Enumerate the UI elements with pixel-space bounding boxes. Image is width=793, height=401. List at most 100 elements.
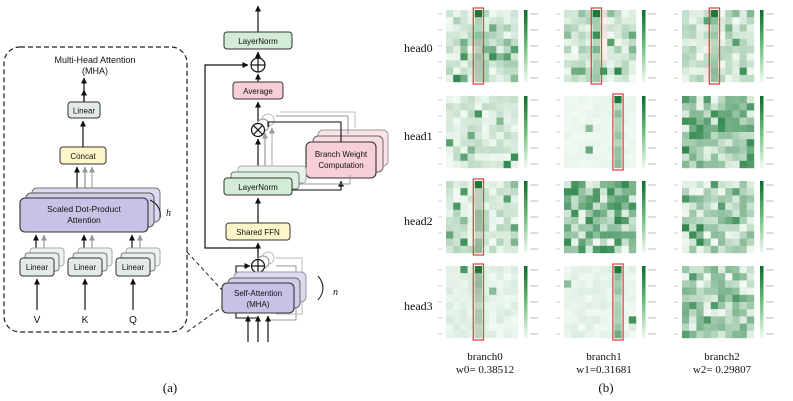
heatmap-cell <box>621 124 629 133</box>
caption-a: (a) <box>163 380 177 395</box>
heatmap-cell <box>739 245 747 254</box>
heatmap-cell <box>585 287 593 295</box>
heatmap-cell <box>503 287 511 295</box>
heatmap-cell <box>621 38 629 47</box>
heatmap-cell <box>600 153 608 161</box>
heatmap-cell <box>621 302 629 310</box>
heatmap-cell <box>621 17 629 25</box>
sdpa-repeat-bracket <box>149 199 161 219</box>
heatmap-cell <box>571 231 579 239</box>
heatmap-cell <box>571 287 579 295</box>
heatmap-cell <box>578 309 586 317</box>
heatmap-cell <box>496 323 504 331</box>
heatmap-cell <box>689 294 697 303</box>
heatmap-cell <box>460 181 468 189</box>
heatmap-cell <box>739 195 747 203</box>
heatmap-cell <box>467 10 475 18</box>
heatmap-cell <box>578 188 586 196</box>
heatmap-cell <box>718 117 726 125</box>
heatmap-cell <box>739 60 747 68</box>
heatmap-cell <box>746 287 755 295</box>
heatmap-cell <box>614 330 622 339</box>
heatmap-cell <box>578 60 586 68</box>
heatmap-cell <box>732 124 740 133</box>
heatmap-cell <box>718 231 726 239</box>
heatmap-cell <box>585 202 593 210</box>
heatmap-cell <box>628 202 637 210</box>
heatmap-cell <box>585 110 593 118</box>
heatmap-cell <box>739 96 747 104</box>
heatmap-cell <box>474 96 483 104</box>
heatmap-cell <box>628 294 637 303</box>
heatmap-cell <box>453 209 461 218</box>
heatmap-cell <box>696 96 704 104</box>
heatmap-cell <box>621 330 629 339</box>
heatmap-cell <box>510 60 519 68</box>
heatmap-cell <box>474 323 483 331</box>
heatmap-cell <box>446 202 454 210</box>
heatmap-cell <box>482 67 490 75</box>
heatmap-cell <box>725 217 733 225</box>
heatmap-cell <box>460 160 468 169</box>
heatmap-cell <box>453 38 461 47</box>
heatmap-cell <box>571 209 579 218</box>
heatmap-cell <box>585 38 593 47</box>
heatmap-cell <box>489 287 497 295</box>
heatmap-cell <box>710 224 719 232</box>
heatmap-cell <box>503 110 511 118</box>
heatmap-cell <box>725 309 733 317</box>
heatmap-cell <box>739 139 747 147</box>
heatmap-cell <box>621 280 629 288</box>
heatmap-cell <box>710 146 719 154</box>
heatmap-cell <box>474 38 483 47</box>
heatmap-cell <box>571 60 579 68</box>
heatmap-cell <box>739 330 747 339</box>
heatmap-cell <box>600 309 608 317</box>
heatmap-cell <box>467 31 475 39</box>
heatmap-cell <box>510 195 519 203</box>
heatmap-cell <box>510 309 519 317</box>
heatmap-cell <box>489 330 497 339</box>
heatmap-cell <box>682 10 690 18</box>
heatmap-cell <box>571 280 579 288</box>
heatmap-cell <box>703 273 711 281</box>
linear-v-label: Linear <box>26 263 49 272</box>
heatmap-cell <box>725 46 733 54</box>
heatmap-cell <box>628 38 637 47</box>
heatmap-cell <box>689 110 697 118</box>
heatmap-cell <box>600 323 608 331</box>
heatmap-cell <box>621 238 629 246</box>
heatmap-cell <box>689 231 697 239</box>
linear-k-label: Linear <box>74 263 97 272</box>
heatmap-cell <box>739 38 747 47</box>
heatmap-cell <box>682 60 690 68</box>
heatmap-cell <box>564 181 572 189</box>
layernorm-top-label: LayerNorm <box>238 37 278 46</box>
heatmap-cell <box>453 53 461 61</box>
heatmap-cell <box>467 195 475 203</box>
heatmap-cell <box>725 67 733 75</box>
heatmap-cell <box>746 231 755 239</box>
heatmap-cell <box>732 67 740 75</box>
heatmap-cell <box>710 139 719 147</box>
heatmap-cell <box>571 245 579 254</box>
heatmap-cell <box>564 132 572 140</box>
arrow-weight-to-mult-2 <box>276 115 349 134</box>
heatmap-cell <box>628 46 637 54</box>
heatmap-cell <box>578 96 586 104</box>
heatmap-cell <box>710 238 719 246</box>
heatmap-cell <box>746 31 755 39</box>
heatmap-cell <box>571 124 579 133</box>
heatmap-head3-branch2 <box>674 266 774 339</box>
heatmap-cell <box>503 17 511 25</box>
highlight-box <box>590 7 603 85</box>
heatmap-cell <box>718 53 726 61</box>
heatmap-cell <box>607 17 615 25</box>
heatmap-cell <box>600 273 608 281</box>
heatmap-cell <box>585 294 593 303</box>
heatmap-cell <box>585 323 593 331</box>
heatmap-cell <box>703 238 711 246</box>
shared-ffn-box <box>225 222 291 241</box>
heatmap-cell <box>696 323 704 331</box>
heatmap-cell <box>474 124 483 133</box>
